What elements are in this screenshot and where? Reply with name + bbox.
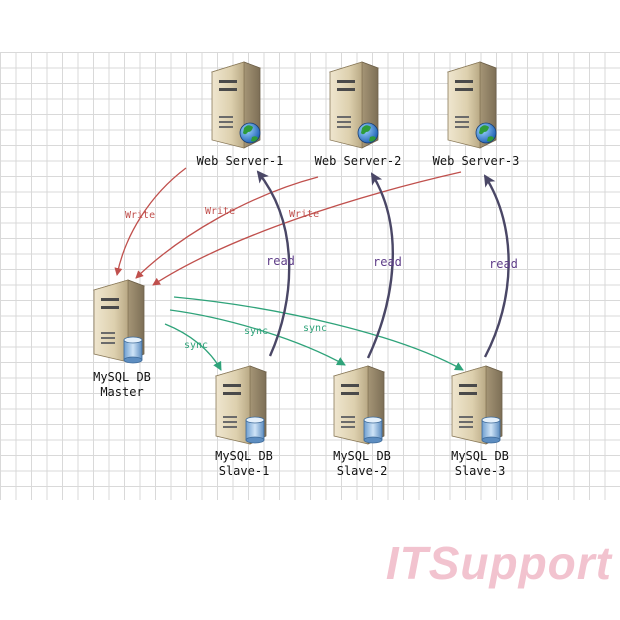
write-arrow-web2 [135,176,319,279]
sync-arrow-slave2 [169,309,346,366]
web-server-3: Web Server-3 [433,61,520,168]
mysql-slave-2: MySQL DB Slave-2 [332,365,391,478]
write-arrow-web1 [114,167,187,276]
mysql-slave-3: MySQL DB Slave-3 [450,365,509,478]
watermark: ITSupport [385,537,612,589]
slave-3-label-line2: Slave-3 [455,464,506,478]
slave-1-label-line1: MySQL DB [215,449,273,463]
read-arrow-slave3 [483,174,510,358]
slave-2-label-line2: Slave-2 [337,464,388,478]
mysql-master: MySQL DB Master [92,279,151,399]
database-server-icon [214,365,268,445]
sync-label-2: sync [244,326,268,337]
write-label-2: Write [205,206,235,217]
web-server-3-label: Web Server-3 [433,154,520,168]
read-label-3: read [489,257,518,271]
sync-label-3: sync [303,323,327,334]
mysql-slave-1: MySQL DB Slave-1 [214,365,273,478]
master-label-line2: Master [100,385,143,399]
web-server-icon [328,61,380,149]
web-server-2-label: Web Server-2 [315,154,402,168]
web-server-2: Web Server-2 [315,61,402,168]
web-server-1: Web Server-1 [197,61,284,168]
database-server-icon [332,365,386,445]
database-server-icon [450,365,504,445]
web-server-icon [446,61,498,149]
master-label-line1: MySQL DB [93,370,151,384]
read-arrow-slave1 [256,170,291,357]
read-label-2: read [373,255,402,269]
database-server-icon [92,279,146,364]
sync-arrow-slave1 [164,323,222,371]
slave-3-label-line1: MySQL DB [451,449,509,463]
write-label-3: Write [289,209,319,220]
web-server-icon [210,61,262,149]
sync-label-1: sync [184,340,208,351]
write-label-1: Write [125,210,155,221]
web-server-1-label: Web Server-1 [197,154,284,168]
grid-background [0,52,620,500]
sync-arrow-slave3 [173,296,464,371]
read-label-1: read [266,254,295,268]
slave-2-label-line1: MySQL DB [333,449,391,463]
read-arrow-slave2 [366,172,394,359]
slave-1-label-line2: Slave-1 [219,464,270,478]
write-arrow-web3 [152,171,462,286]
